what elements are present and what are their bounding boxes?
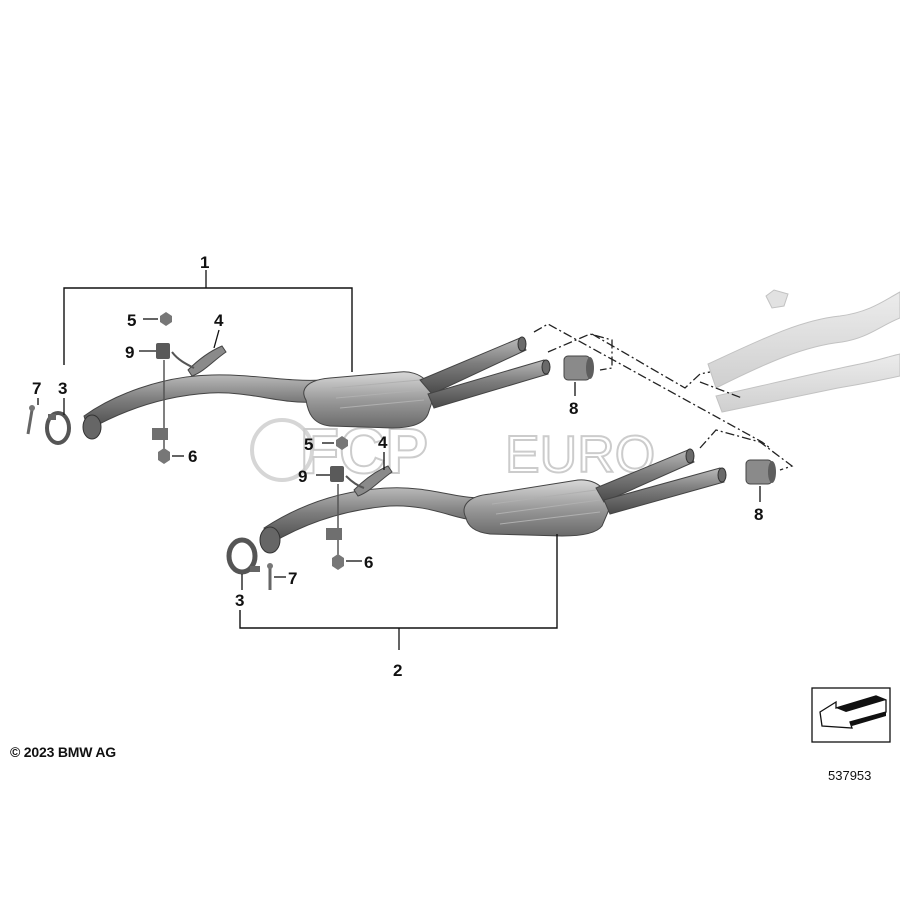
upper-hex-nut-top-icon xyxy=(160,312,172,326)
diagram-id: 537953 xyxy=(828,768,872,783)
upper-rear-pipe-b xyxy=(427,359,549,409)
callout-lower-hanger: 8 xyxy=(754,505,763,524)
callout-upper-hanger: 8 xyxy=(569,399,578,418)
lower-hex-nut-top-icon xyxy=(336,436,348,450)
upper-mount-hardware xyxy=(152,312,227,464)
callout-lower-mount: 9 xyxy=(298,467,307,486)
lower-exhaust-assembly xyxy=(226,436,776,590)
upper-hex-nut-bottom-icon xyxy=(158,448,170,464)
ghost-exhaust-context xyxy=(707,289,900,413)
lower-clamp-ring-icon xyxy=(226,537,260,575)
callout-lower-clamp: 3 xyxy=(235,591,244,610)
upper-bracket xyxy=(187,345,227,377)
callout-lower-assembly: 2 xyxy=(393,661,402,680)
callout-upper-nut-bottom: 6 xyxy=(188,447,197,466)
lower-pipe-inlet xyxy=(259,526,281,554)
upper-rubber-mount-icon xyxy=(156,343,170,359)
upper-bolt-icon xyxy=(26,409,34,435)
callout-upper-assembly: 1 xyxy=(200,253,209,272)
callout-upper-mount: 9 xyxy=(125,343,134,362)
upper-pipe-inlet xyxy=(82,414,102,440)
upper-catalytic-converter xyxy=(303,371,434,429)
lower-rubber-hanger xyxy=(745,459,776,485)
upper-rear-pipe-a xyxy=(419,337,527,395)
callout-upper-bracket: 4 xyxy=(214,311,224,330)
callout-upper-bolt: 7 xyxy=(32,379,41,398)
upper-exhaust-assembly xyxy=(26,312,594,464)
callout-upper-nut-top: 5 xyxy=(127,311,136,330)
lower-catalytic-converter xyxy=(463,479,610,537)
view-direction-box xyxy=(811,687,891,743)
lower-rear-pipe-b xyxy=(603,467,725,515)
watermark-ring-icon xyxy=(250,418,314,482)
lower-front-pipe xyxy=(263,487,483,545)
callout-lower-nut-top: 5 xyxy=(304,435,313,454)
callout-lower-nut-bottom: 6 xyxy=(364,553,373,572)
connection-lines xyxy=(533,323,794,471)
copyright-notice: © 2023 BMW AG xyxy=(10,744,116,760)
upper-rubber-hanger xyxy=(563,355,594,381)
bracket-upper-assembly xyxy=(63,287,353,372)
callout-lower-bracket: 4 xyxy=(378,433,388,452)
lower-mount-hardware xyxy=(326,436,393,570)
upper-clamp-ring-icon xyxy=(45,411,71,445)
leader-lines xyxy=(37,318,761,590)
lower-hex-nut-bottom-icon xyxy=(332,554,344,570)
lower-rear-pipe-a xyxy=(595,449,695,503)
callout-upper-clamp: 3 xyxy=(58,379,67,398)
lower-rubber-mount-icon xyxy=(330,466,344,482)
callout-lower-bolt: 7 xyxy=(288,569,297,588)
